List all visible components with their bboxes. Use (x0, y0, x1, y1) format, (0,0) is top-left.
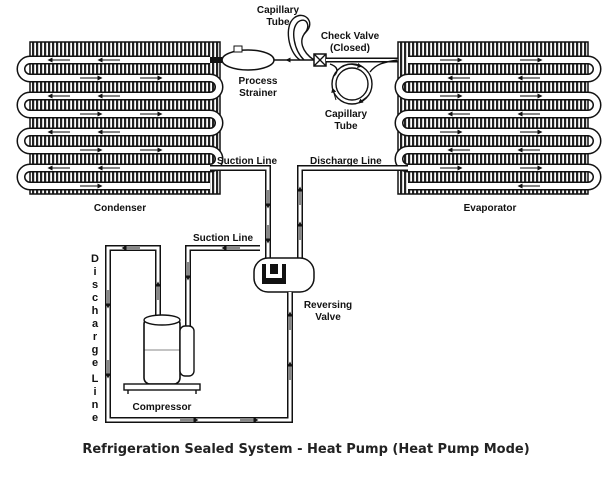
condenser-flow-arrows (47, 57, 163, 189)
label-reversing-valve: Reversing Valve (304, 300, 352, 323)
label-discharge-line-upper: Discharge Line (310, 156, 382, 167)
discharge-letter: c (92, 292, 98, 304)
discharge-letter: g (92, 344, 99, 356)
capillary-tube-coil (329, 59, 399, 105)
discharge-letter: s (92, 279, 98, 291)
label-compressor: Compressor (133, 402, 192, 413)
process-strainer-line2: Strainer (239, 88, 277, 99)
line-letter: i (93, 386, 96, 398)
check-valve-line1: Check Valve (321, 31, 380, 42)
reversing-valve-line2: Valve (315, 312, 341, 323)
suction-line-lower (185, 245, 260, 328)
evaporator-coil (394, 41, 602, 195)
suction-line-upper (210, 165, 271, 262)
capillary-tube-right-line1: Capillary (325, 109, 368, 120)
label-discharge-line-vertical: D i s c h a r g e L i n e (91, 253, 99, 424)
label-capillary-tube-right: Capillary Tube (325, 109, 368, 132)
discharge-letter: e (92, 357, 98, 369)
discharge-line-loop (105, 245, 293, 423)
line-letter: n (92, 399, 99, 411)
line-letter: L (92, 373, 99, 385)
process-strainer-line1: Process (239, 76, 278, 87)
line-letter: e (92, 412, 98, 424)
condenser-coil (16, 41, 224, 195)
capillary-tube-right-line2: Tube (334, 121, 358, 132)
check-valve-line2: (Closed) (330, 43, 370, 54)
process-strainer (210, 45, 314, 71)
capillary-tube-top-line2: Tube (266, 17, 290, 28)
label-check-valve: Check Valve (Closed) (321, 31, 380, 54)
evaporator-flow-arrows (440, 57, 543, 189)
discharge-line-upper (297, 165, 408, 262)
label-capillary-tube-top: Capillary Tube (257, 5, 300, 28)
reversing-valve (253, 257, 315, 293)
reversing-valve-line1: Reversing (304, 300, 352, 311)
compressor (123, 314, 201, 394)
discharge-letter: i (93, 266, 96, 278)
label-condenser: Condenser (94, 203, 146, 214)
capillary-tube-top-line1: Capillary (257, 5, 300, 16)
label-suction-line-lower: Suction Line (193, 233, 253, 244)
capillary-tube-top (287, 14, 315, 61)
discharge-letter: r (93, 331, 98, 343)
discharge-letter: a (92, 318, 99, 330)
discharge-letter: h (92, 305, 99, 317)
discharge-letter: D (91, 253, 99, 265)
diagram-caption: Refrigeration Sealed System - Heat Pump … (82, 442, 529, 457)
label-process-strainer: Process Strainer (239, 76, 278, 99)
check-valve (313, 53, 398, 67)
label-evaporator: Evaporator (464, 203, 517, 214)
label-suction-line-upper: Suction Line (217, 156, 277, 167)
